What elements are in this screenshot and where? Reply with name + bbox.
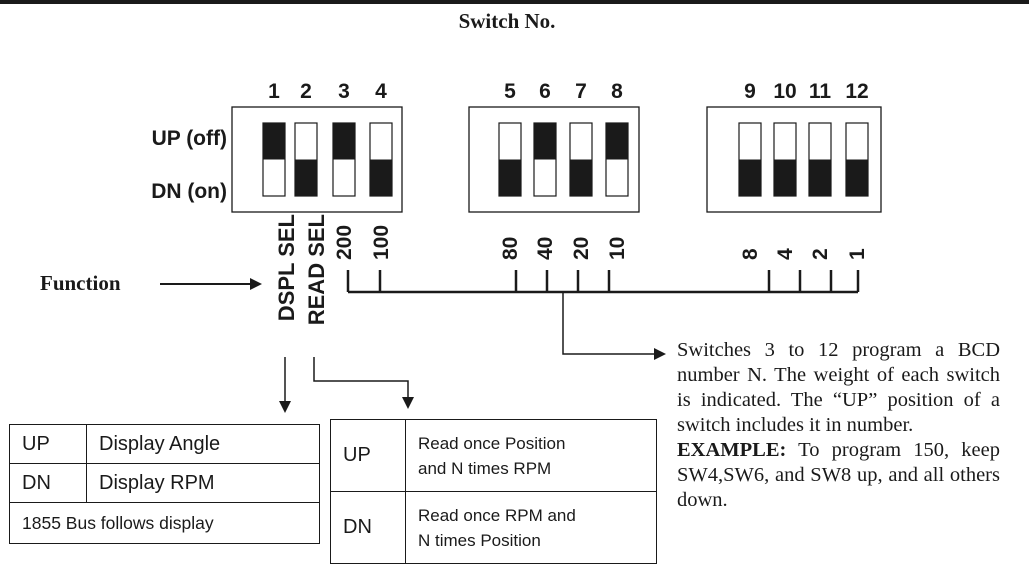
switch-11-weight: 2 xyxy=(809,248,832,260)
switch-11-number: 11 xyxy=(809,80,832,103)
switch-5-actuator xyxy=(499,159,521,196)
display-up-value: Display Angle xyxy=(86,424,320,464)
description-arrow-head xyxy=(654,348,666,360)
switch-10-weight: 4 xyxy=(774,248,797,260)
switch-6-weight: 40 xyxy=(534,237,557,260)
read-dn-key: DN xyxy=(330,491,406,564)
table-row: UP Read once Position and N times RPM xyxy=(330,419,657,492)
switch-3-actuator xyxy=(333,123,355,160)
example-text: To program 150, keep SW4,SW6, and SW8 up… xyxy=(677,439,1000,511)
read-select-table: UP Read once Position and N times RPM DN… xyxy=(330,419,657,564)
table-row: UP Display Angle xyxy=(9,424,320,464)
description-body: Switches 3 to 12 program a BCD number N.… xyxy=(677,339,1000,436)
display-up-key: UP xyxy=(9,424,87,464)
up-label: UP (off) xyxy=(152,127,227,150)
read-arrow-line xyxy=(313,357,409,400)
switch-7-weight: 20 xyxy=(570,237,593,260)
switch-8-actuator xyxy=(606,123,628,160)
switch-12-weight: 1 xyxy=(846,248,869,260)
read-sel-label: READ SEL xyxy=(304,214,329,325)
switch-4-actuator xyxy=(370,159,392,196)
switch-5-weight: 80 xyxy=(499,237,522,260)
display-dn-value: Display RPM xyxy=(86,463,320,503)
switch-9-number: 9 xyxy=(744,80,756,103)
table-row: 1855 Bus follows display xyxy=(9,502,320,544)
dspl-arrow-head xyxy=(279,401,291,413)
read-dn-value: Read once RPM and N times Position xyxy=(405,491,657,564)
switch-7-number: 7 xyxy=(575,80,587,103)
function-arrow-head xyxy=(250,278,262,290)
read-up-line2: and N times RPM xyxy=(418,458,552,478)
switch-4-number: 4 xyxy=(375,80,387,103)
switch-7-actuator xyxy=(570,159,592,196)
display-footer: 1855 Bus follows display xyxy=(9,502,320,544)
dspl-sel-label: DSPL SEL xyxy=(274,214,299,321)
switch-1-number: 1 xyxy=(268,80,280,103)
example-label: EXAMPLE: xyxy=(677,439,787,461)
read-dn-line2: N times Position xyxy=(418,530,541,550)
function-label: Function xyxy=(40,271,121,295)
switch-3-number: 3 xyxy=(338,80,350,103)
bcd-bus xyxy=(346,270,860,294)
switch-1-actuator xyxy=(263,123,285,160)
dn-label: DN (on) xyxy=(151,180,227,203)
switch-block-2 xyxy=(468,106,640,213)
switch-4-weight: 100 xyxy=(370,225,393,260)
switch-9-weight: 8 xyxy=(739,248,762,260)
switch-3-weight: 200 xyxy=(333,225,356,260)
read-dn-line1: Read once RPM and xyxy=(418,505,576,525)
switch-6-number: 6 xyxy=(539,80,551,103)
switch-2-number: 2 xyxy=(300,80,312,103)
switch-8-weight: 10 xyxy=(606,237,629,260)
switch-11-actuator xyxy=(809,159,831,196)
description-arrow-line xyxy=(562,292,656,355)
top-rule xyxy=(0,0,1029,4)
table-row: DN Display RPM xyxy=(9,463,320,503)
switch-block-1 xyxy=(231,106,403,213)
switch-12-number: 12 xyxy=(845,80,868,103)
switch-5-number: 5 xyxy=(504,80,516,103)
switch-12-actuator xyxy=(846,159,868,196)
switch-block-3 xyxy=(706,106,882,213)
title: Switch No. xyxy=(459,9,556,33)
display-select-table: UP Display Angle DN Display RPM 1855 Bus… xyxy=(9,424,320,544)
table-row: DN Read once RPM and N times Position xyxy=(330,491,657,564)
read-up-value: Read once Position and N times RPM xyxy=(405,419,657,492)
display-dn-key: DN xyxy=(9,463,87,503)
description-text: Switches 3 to 12 program a BCD number N.… xyxy=(677,338,1000,513)
switch-2-actuator xyxy=(295,159,317,196)
read-up-line1: Read once Position xyxy=(418,433,566,453)
switch-10-number: 10 xyxy=(773,80,796,103)
switch-9-actuator xyxy=(739,159,761,196)
description-example: EXAMPLE: To program 150, keep SW4,SW6, a… xyxy=(677,438,1000,513)
switch-8-number: 8 xyxy=(611,80,623,103)
switch-10-actuator xyxy=(774,159,796,196)
read-arrow-head xyxy=(402,397,414,409)
read-up-key: UP xyxy=(330,419,406,492)
switch-6-actuator xyxy=(534,123,556,160)
